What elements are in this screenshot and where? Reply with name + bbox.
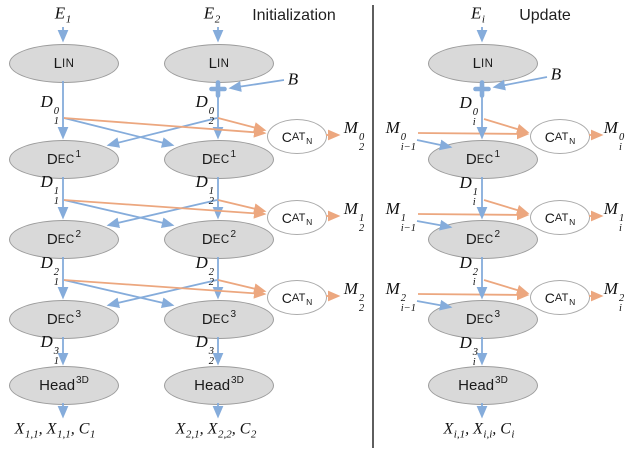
output-update: Xi,1,Xi,i,Ci: [443, 420, 515, 441]
section-title-initialization: Initialization: [252, 7, 336, 24]
output-col2: X2,1,X2,2,C2: [175, 420, 257, 441]
label-b-init: B: [287, 69, 299, 89]
label-e2: E2: [203, 3, 221, 26]
junction-dot: [479, 130, 485, 136]
label-ei: Ei: [471, 3, 485, 26]
label-e1: E1: [54, 3, 72, 26]
section-title-update: Update: [519, 7, 571, 24]
label-b-update: B: [550, 64, 562, 84]
junction-dot: [479, 211, 485, 217]
junction-dot: [479, 291, 485, 297]
node-label: L: [53, 55, 63, 72]
output-col1: X1,1,X1,1,C1: [14, 420, 96, 441]
